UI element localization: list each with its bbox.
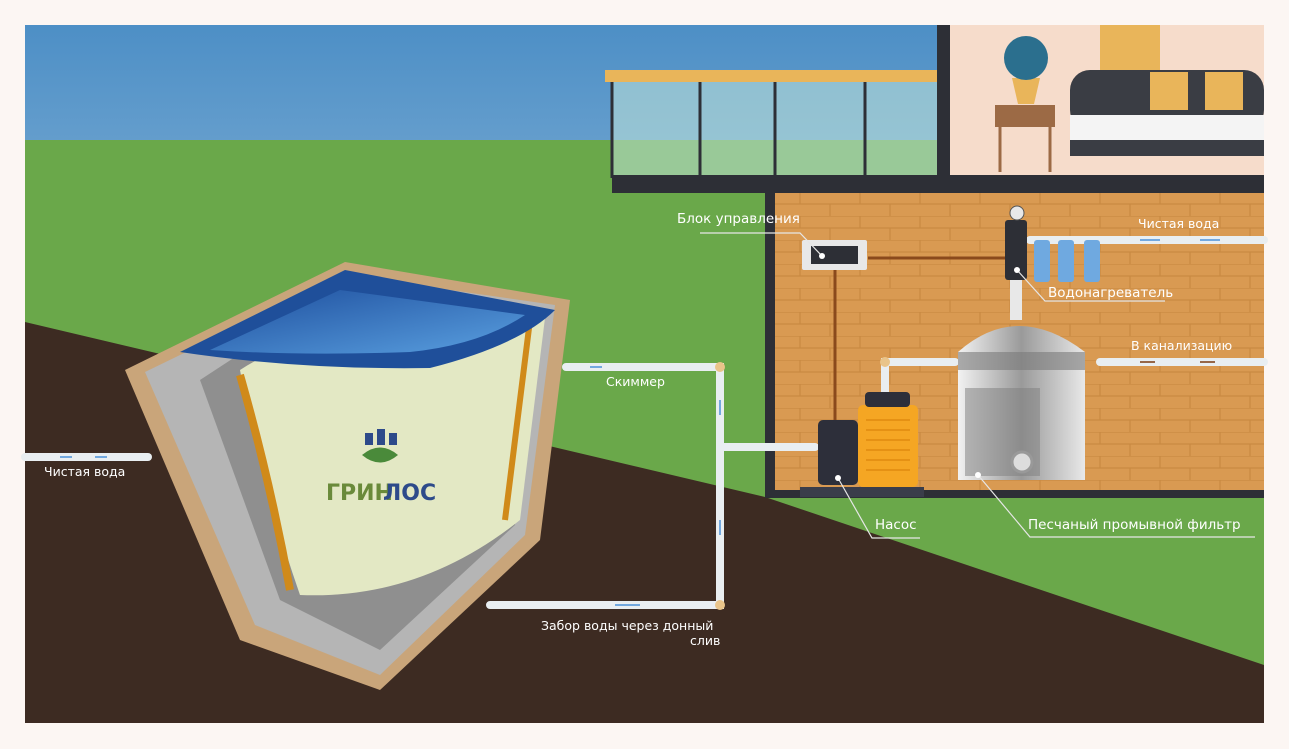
label-clean-water-right: Чистая вода	[1138, 216, 1219, 231]
plant	[1004, 36, 1048, 80]
label-control-unit: Блок управления	[677, 211, 800, 227]
pump-base	[800, 487, 924, 497]
floor-slab	[612, 175, 1264, 193]
equipment	[800, 205, 1100, 497]
filter-cartridge	[1058, 240, 1074, 282]
pipes	[21, 236, 1268, 610]
nightstand	[995, 105, 1055, 127]
water-heater	[1005, 220, 1027, 280]
label-water-heater: Водонагреватель	[1048, 285, 1173, 301]
label-clean-water-left: Чистая вода	[44, 464, 125, 479]
logo: ГРИН ЛОС	[326, 429, 436, 506]
balcony-rail	[605, 70, 940, 82]
control-wire	[833, 256, 1010, 420]
filter-cartridge	[1084, 240, 1100, 282]
filter-cartridge	[1034, 240, 1050, 282]
logo-icon	[365, 429, 397, 445]
plant-pot	[1012, 78, 1040, 104]
pool-water	[210, 290, 525, 354]
leader-lines	[700, 232, 1255, 539]
label-skimmer: Скиммер	[606, 374, 665, 389]
pump-motor	[858, 405, 918, 487]
label-to-sewer: В канализацию	[1131, 338, 1232, 353]
logo-text-main: ГРИН	[326, 481, 393, 506]
pump	[818, 420, 858, 485]
pool-tank: ГРИН ЛОС	[125, 262, 570, 690]
label-bottom-drain-1: Забор воды через донный	[541, 618, 713, 633]
skimmer-pipe	[486, 363, 724, 609]
label-pump: Насос	[875, 517, 917, 533]
label-sand-filter: Песчаный промывной фильтр	[1028, 517, 1241, 533]
label-bottom-drain-2: слив	[690, 633, 720, 648]
logo-text-accent: ЛОС	[383, 481, 436, 506]
